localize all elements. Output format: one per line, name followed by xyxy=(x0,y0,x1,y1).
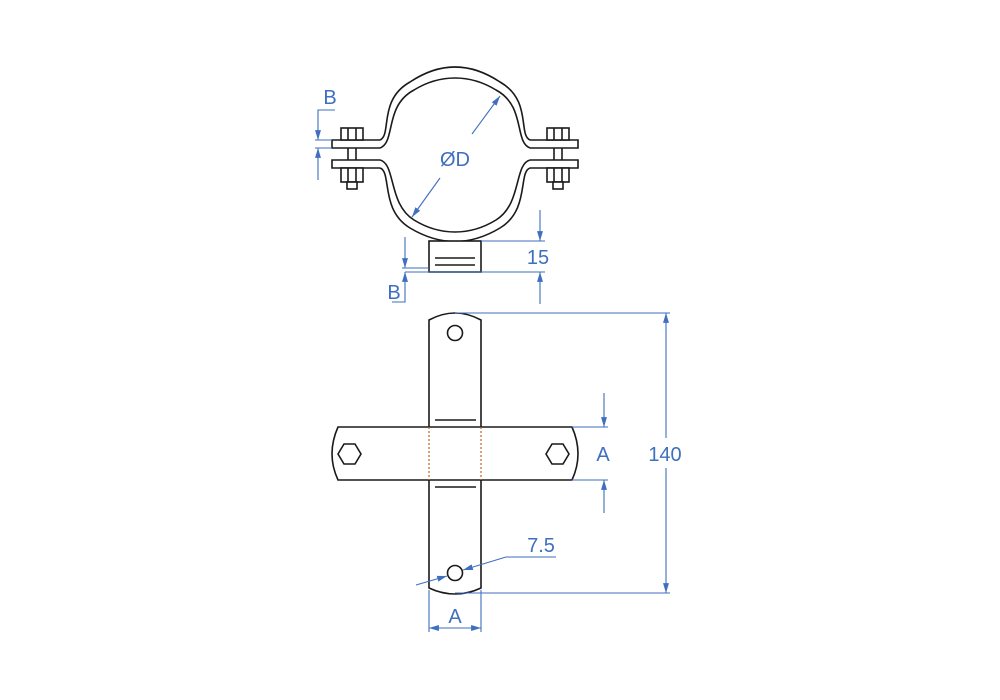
dimension-b-top: B xyxy=(315,87,337,180)
overall-140-label: 140 xyxy=(648,444,681,466)
left-flange-lower xyxy=(331,159,380,169)
left-bolt xyxy=(340,127,364,190)
right-bolt xyxy=(546,127,570,190)
clamp-plan-view xyxy=(331,312,579,595)
right-hex-nut xyxy=(545,443,570,465)
height-15-label: 15 xyxy=(527,247,549,269)
dimension-diameter: ØD xyxy=(411,95,501,218)
right-flange-upper xyxy=(530,139,579,149)
clamp-ring-inner xyxy=(379,77,531,149)
dimension-15: 15 xyxy=(405,210,549,304)
a-right-label: A xyxy=(596,444,610,466)
right-flange-lower xyxy=(530,159,579,169)
clamp-ring-outer-lower xyxy=(379,167,531,243)
top-hole xyxy=(446,324,464,342)
clamp-ring-outer xyxy=(379,66,531,141)
bottom-hole xyxy=(446,564,464,582)
dimension-a-bottom: A xyxy=(428,590,482,632)
clamp-ring-inner-lower xyxy=(379,159,531,233)
dimension-b-bottom: B xyxy=(387,237,429,304)
dimension-140: 140 xyxy=(455,312,682,594)
dimension-hole-7-5: 7.5 xyxy=(415,535,556,586)
clamp-front-view xyxy=(331,66,579,273)
horizontal-strap xyxy=(331,426,579,481)
diameter-label: ØD xyxy=(440,149,470,171)
left-flange-upper xyxy=(331,139,380,149)
saddle-block xyxy=(428,240,482,273)
b-top-label: B xyxy=(323,87,336,109)
dimension-a-right: A xyxy=(572,393,610,513)
hole-7-5-label: 7.5 xyxy=(527,535,555,557)
a-bottom-label: A xyxy=(448,606,462,628)
b-bottom-label: B xyxy=(387,282,400,304)
left-hex-nut xyxy=(337,443,362,465)
